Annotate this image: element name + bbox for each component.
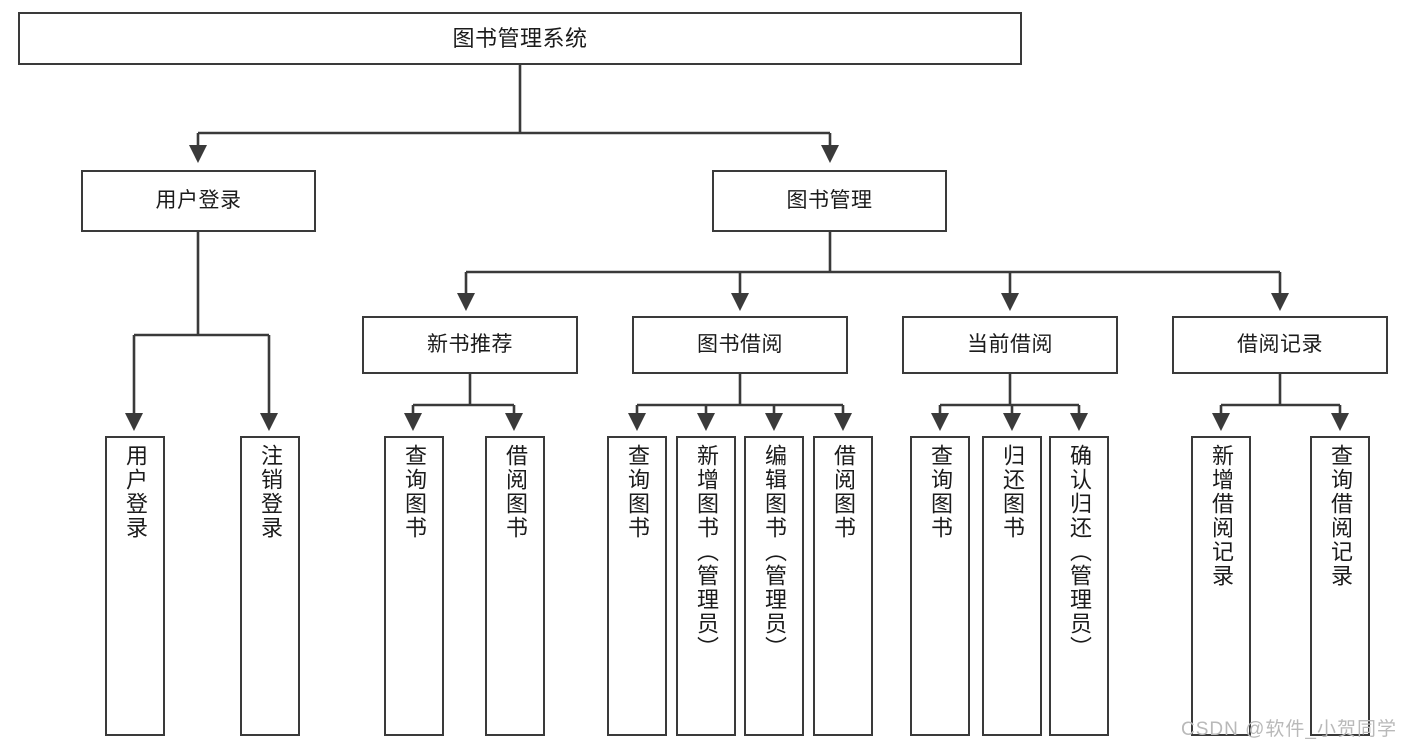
node-label: 用户登录 <box>155 188 242 212</box>
leaf-query-borrow-record[interactable]: 查询借阅记录 <box>1310 436 1370 736</box>
leaf-query-book-current[interactable]: 查询图书 <box>910 436 970 736</box>
leaf-query-book-borrow[interactable]: 查询图书 <box>607 436 667 736</box>
node-root-book-management-system[interactable]: 图书管理系统 <box>18 12 1022 65</box>
node-label: 新增借阅记录 <box>1209 444 1234 588</box>
node-label: 图书管理 <box>786 188 873 212</box>
csdn-watermark: CSDN @软件_小贺同学 <box>1181 719 1397 740</box>
node-borrow-record[interactable]: 借阅记录 <box>1172 316 1388 374</box>
node-label: 查询借阅记录 <box>1328 444 1353 588</box>
node-book-management[interactable]: 图书管理 <box>712 170 947 232</box>
node-label: 归还图书 <box>1000 444 1025 540</box>
node-current-borrow[interactable]: 当前借阅 <box>902 316 1118 374</box>
node-label: 新增图书（管理员） <box>694 444 719 660</box>
leaf-edit-book-admin[interactable]: 编辑图书（管理员） <box>744 436 804 736</box>
node-label: 注销登录 <box>258 444 283 540</box>
leaf-add-book-admin[interactable]: 新增图书（管理员） <box>676 436 736 736</box>
node-label: 借阅图书 <box>503 444 528 540</box>
node-book-borrow[interactable]: 图书借阅 <box>632 316 848 374</box>
node-label: 编辑图书（管理员） <box>762 444 787 660</box>
node-label: 查询图书 <box>625 444 650 540</box>
leaf-logout[interactable]: 注销登录 <box>240 436 300 736</box>
leaf-add-borrow-record[interactable]: 新增借阅记录 <box>1191 436 1251 736</box>
node-label: 用户登录 <box>123 444 148 540</box>
node-label: 确认归还（管理员） <box>1067 444 1092 660</box>
node-label: 图书借阅 <box>697 332 783 356</box>
node-label: 查询图书 <box>928 444 953 540</box>
leaf-user-login[interactable]: 用户登录 <box>105 436 165 736</box>
node-user-login[interactable]: 用户登录 <box>81 170 316 232</box>
leaf-borrow-book-recommend[interactable]: 借阅图书 <box>485 436 545 736</box>
node-label: 新书推荐 <box>427 332 513 356</box>
leaf-confirm-return-admin[interactable]: 确认归还（管理员） <box>1049 436 1109 736</box>
leaf-query-book-recommend[interactable]: 查询图书 <box>384 436 444 736</box>
node-label: 借阅图书 <box>831 444 856 540</box>
node-label: 当前借阅 <box>967 332 1053 356</box>
leaf-return-book[interactable]: 归还图书 <box>982 436 1042 736</box>
node-label: 图书管理系统 <box>452 25 588 51</box>
node-label: 借阅记录 <box>1237 332 1323 356</box>
leaf-borrow-book[interactable]: 借阅图书 <box>813 436 873 736</box>
node-new-book-recommend[interactable]: 新书推荐 <box>362 316 578 374</box>
node-label: 查询图书 <box>402 444 427 540</box>
